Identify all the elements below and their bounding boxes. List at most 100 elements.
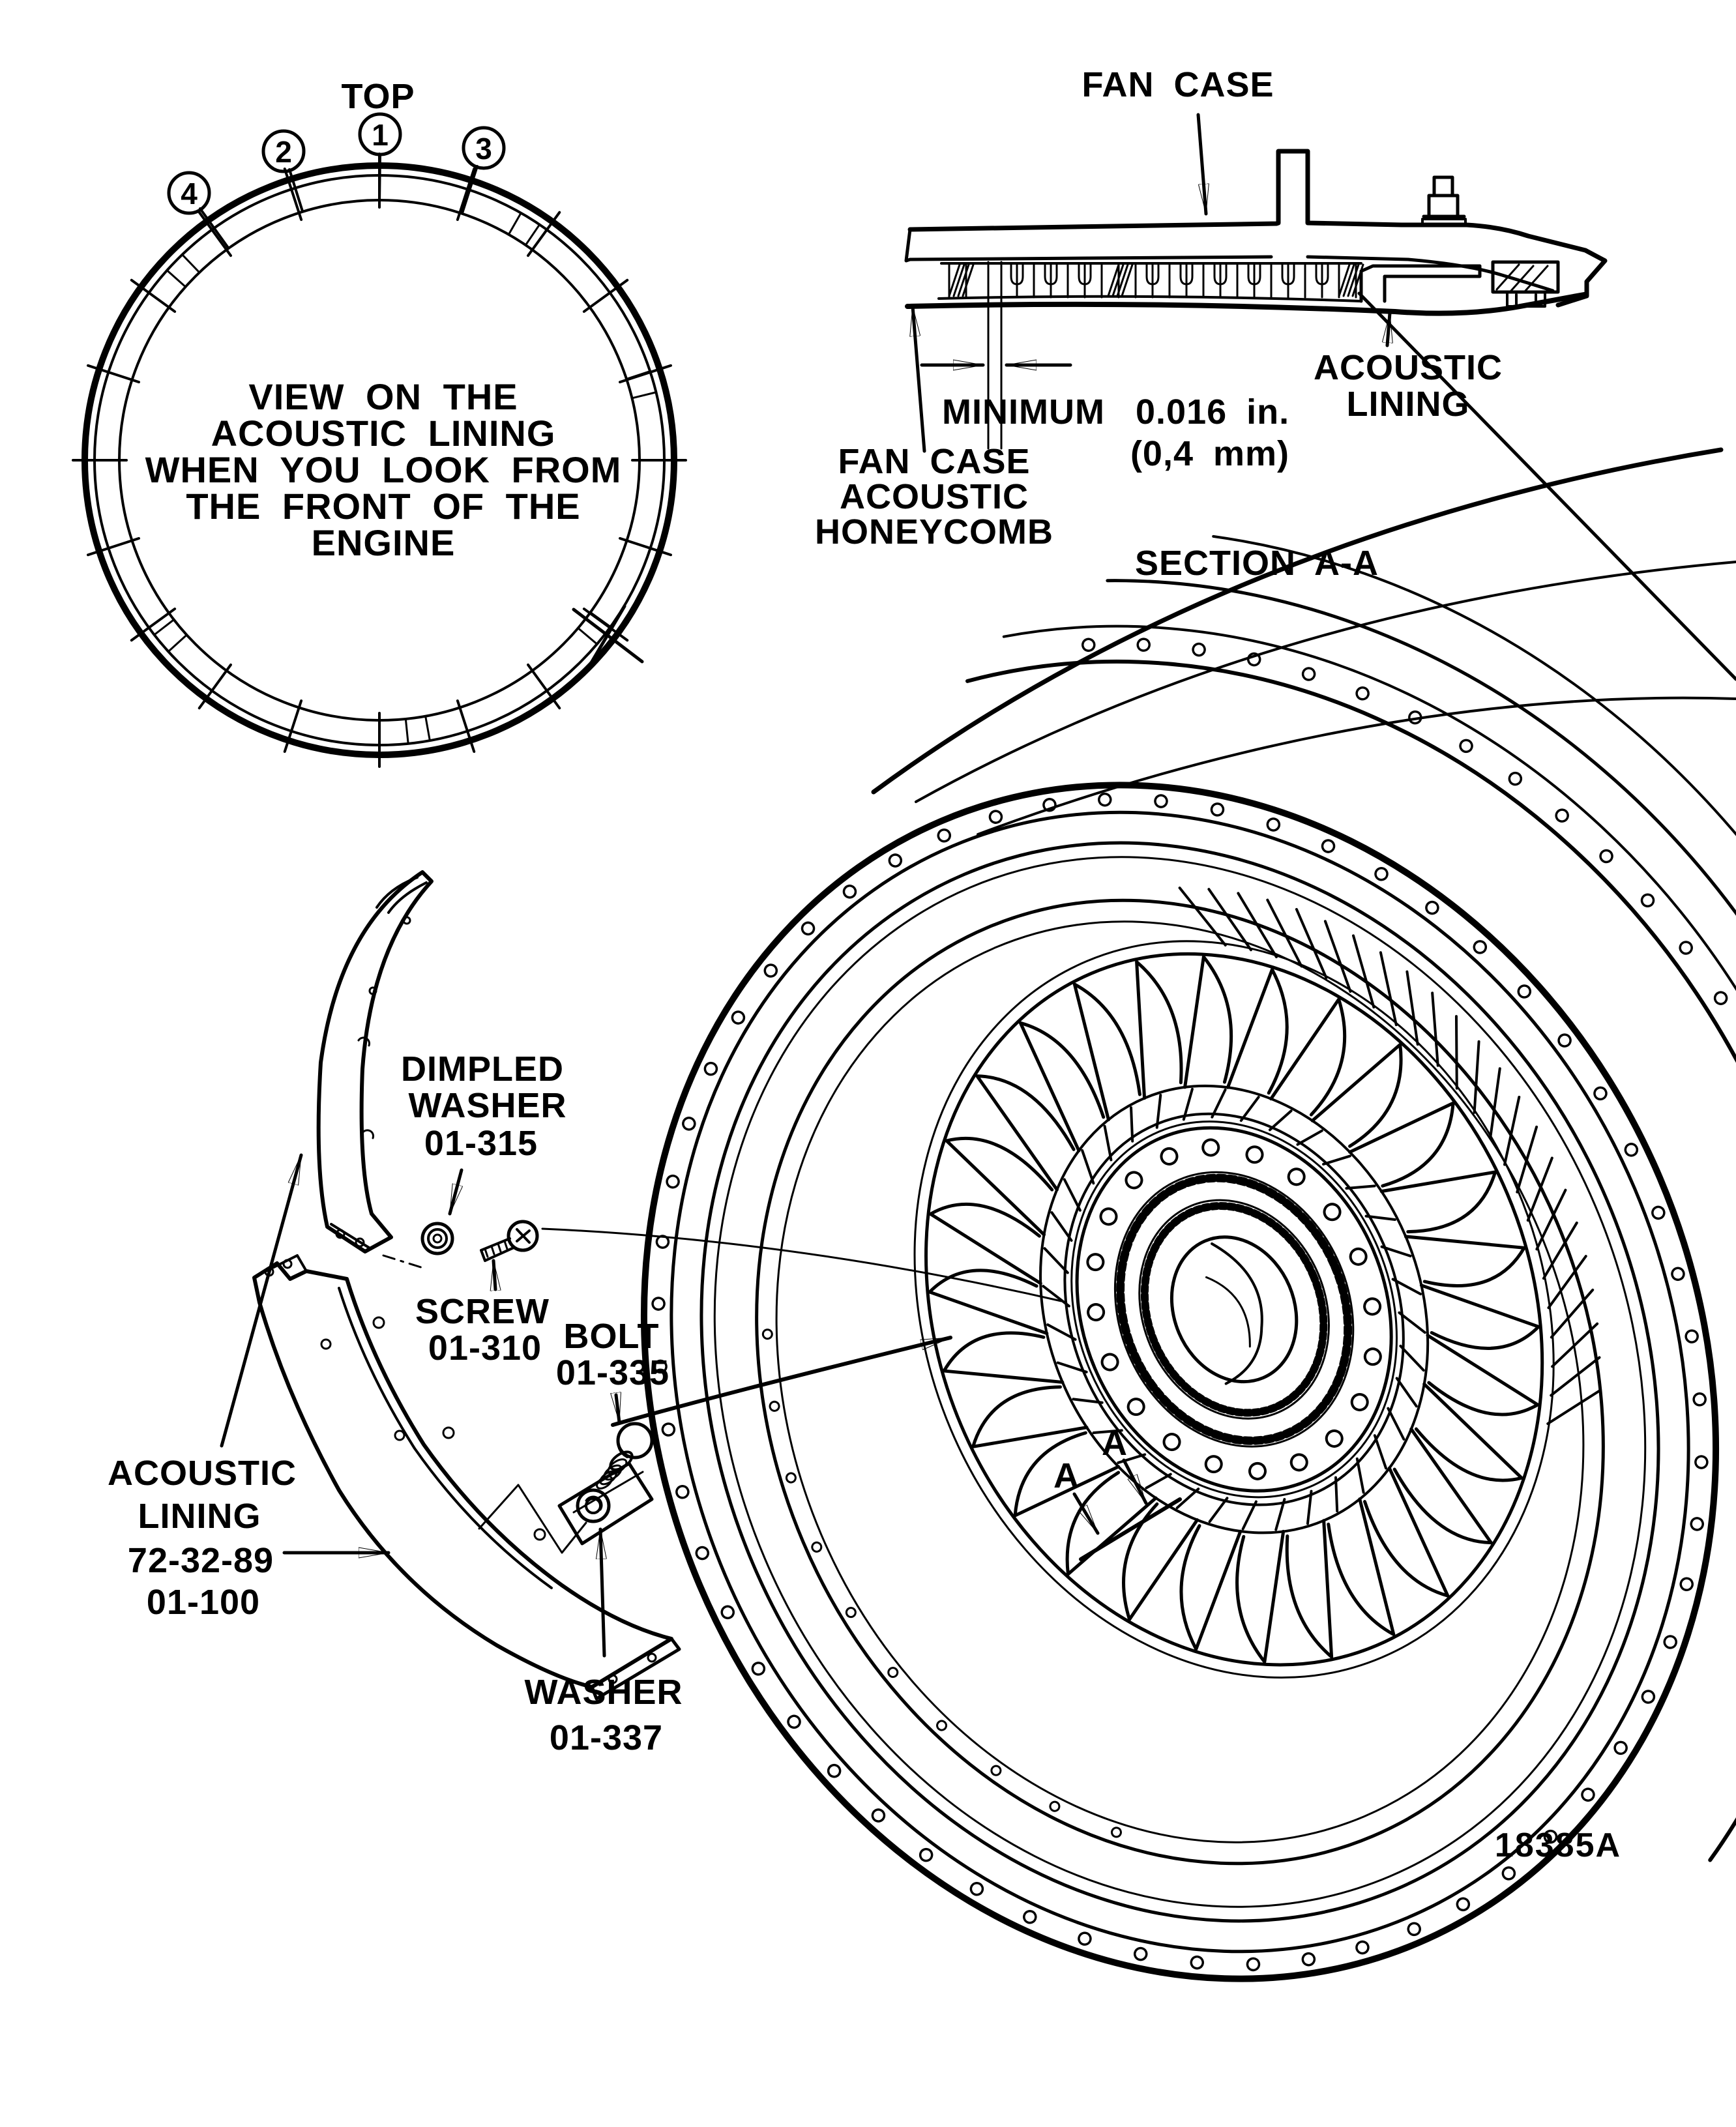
fan-case-leader-arrow: [1196, 113, 1206, 216]
fan-blades: [928, 955, 1540, 1664]
screw-label-line-1: SCREW: [415, 1292, 550, 1331]
lining-clamp: [1491, 260, 1560, 294]
balloon-2-circle: [261, 129, 306, 173]
lining-label-line-2: LINING: [138, 1497, 261, 1536]
caption-line-3: WHEN YOU LOOK FROM: [145, 449, 622, 490]
dimpled-washer-shape: [420, 1222, 454, 1255]
section-cut-letter-top: A: [1102, 1424, 1128, 1463]
minimum-value-inches: 0.016 in.: [1136, 392, 1289, 432]
nacelle-diagonal-line: [1357, 291, 1736, 681]
lining-fastener-holes: [761, 1328, 1122, 1838]
hub-bolt-circle: [1086, 1138, 1382, 1480]
caption-line-4: THE FRONT OF THE: [186, 486, 580, 527]
balloon-3-number: 3: [475, 132, 492, 166]
rear-flange-arc-outer: [965, 660, 1736, 1862]
figure-number: 18385A: [1495, 1826, 1621, 1864]
fan-case-inner-skin: [1306, 255, 1555, 293]
section-cut-marks: A A: [1053, 1424, 1182, 1561]
duct-wall-ring: [713, 856, 1647, 1908]
ring-front-view: TOP 1 2 3 4 VIEW ON THE ACOUSTIC LINING …: [72, 77, 687, 768]
honeycomb-label-line-2: ACOUSTIC: [840, 477, 1029, 516]
balloon-4-number: 4: [181, 177, 198, 211]
dimpled-washer-label-line-2: WASHER: [408, 1086, 566, 1125]
clamp-hatching: [1495, 263, 1549, 292]
nacelle-sweep-line-2: [915, 561, 1736, 803]
lower-lining-segment: [252, 1254, 681, 1701]
screw-label-line-2: 01-310: [428, 1328, 542, 1368]
gear-ring-outer-edge: [1113, 1171, 1355, 1448]
case-body-arc-2: [1212, 535, 1736, 1595]
ring-tick-marks: [72, 153, 687, 768]
section-cut-arrow-1: [1122, 1458, 1148, 1505]
inlet-flange-inner-ring: [669, 810, 1690, 1954]
section-a-a-view: FAN CASE MINIMUM 0.016 in. (0,4 mm) ACOU…: [815, 65, 1608, 583]
washer-centerline: [382, 1254, 426, 1270]
balloon-3: 3: [461, 126, 506, 214]
clamp-fitting: [1506, 291, 1546, 308]
screw-shape: [480, 1220, 539, 1262]
acoustic-lining-label-line-2: LINING: [1347, 385, 1470, 424]
top-position-label: TOP: [341, 77, 415, 116]
section-cut-arrow-2: [1072, 1492, 1100, 1535]
honeycomb-label-line-1: FAN CASE: [838, 442, 1030, 481]
gear-ring-inner-edge: [1138, 1199, 1330, 1420]
lining-label-line-1: ACOUSTIC: [108, 1454, 297, 1493]
inner-vane-ring: [1042, 1087, 1426, 1531]
caption-line-2: ACOUSTIC LINING: [211, 413, 556, 454]
ring-center-caption: VIEW ON THE ACOUSTIC LINING WHEN YOU LOO…: [145, 376, 622, 563]
honeycomb-bottom-line: [937, 295, 1362, 302]
acoustic-lining-face: [905, 292, 1587, 316]
honeycomb-label-line-3: HONEYCOMB: [815, 512, 1053, 551]
spinner-cone: [1170, 1235, 1299, 1384]
washer-label-line-1: WASHER: [524, 1673, 683, 1712]
balloon-2-number: 2: [275, 135, 292, 169]
minimum-value-metric: (0,4 mm): [1130, 434, 1289, 473]
lining-support-channel: [1359, 264, 1482, 303]
exploded-lining-view: DIMPLED WASHER 01-315 SCREW 01-310 BOLT …: [108, 870, 1063, 1757]
balloon-2-leader: [288, 168, 304, 213]
balloon-4-leader: [199, 207, 229, 249]
gear-ring-outer-teeth: [1116, 1173, 1353, 1445]
balloon-3-leader: [461, 165, 478, 214]
caption-line-5: ENGINE: [312, 522, 456, 563]
nacelle-sweep-line-1: [871, 447, 1724, 795]
balloon-3-circle: [462, 126, 506, 170]
spinner-swirl-inner: [1205, 1276, 1251, 1348]
balloon-1-number: 1: [372, 118, 389, 152]
bolt-label-line-2: 01-335: [556, 1353, 669, 1392]
washer-shape: [576, 1488, 611, 1523]
balloon-1-leader: [378, 154, 381, 205]
rear-flange-arc-inner: [1002, 624, 1736, 1834]
install-direction-arrow: [611, 1336, 952, 1427]
lining-label-line-4: 01-100: [147, 1583, 260, 1622]
nacelle-sweep-line-3: [977, 696, 1736, 836]
blade-root-ring: [1039, 1084, 1430, 1534]
gear-ring-inner-teeth: [1140, 1202, 1328, 1417]
balloon-2: 2: [261, 129, 306, 213]
upper-lining-segment: [316, 870, 434, 1254]
minimum-label: MINIMUM: [942, 392, 1105, 432]
fan-case-label: FAN CASE: [1081, 65, 1274, 104]
fan-case-left-end: [904, 227, 1273, 263]
hub-rim: [1070, 1121, 1398, 1499]
lining-upper-segment-arrow: [220, 1153, 303, 1448]
washer-arrow: [600, 1527, 604, 1658]
lining-band-outer-ring: [755, 898, 1605, 1866]
blade-tip-ring: [924, 952, 1544, 1667]
section-cut-line: [1079, 1497, 1182, 1561]
spinner-swirl: [1211, 1242, 1263, 1385]
bolt-arrow: [616, 1395, 619, 1424]
zigzag-leader: [478, 1484, 587, 1554]
caption-line-1: VIEW ON THE: [248, 376, 518, 417]
balloon-4: 4: [167, 171, 229, 249]
fan-assembly: [913, 887, 1601, 1679]
balloon-4-circle: [167, 171, 211, 215]
balloon-1: 1: [358, 112, 402, 205]
sweep-line-tails: [572, 604, 644, 667]
inlet-flange-outer-ring: [640, 782, 1720, 1982]
front-flange-rivet-holes: [651, 792, 1709, 1972]
stator-vanes: [1178, 887, 1601, 1426]
hub-rim-inner: [1075, 1126, 1393, 1493]
case-body-arc-1: [1106, 579, 1736, 1716]
